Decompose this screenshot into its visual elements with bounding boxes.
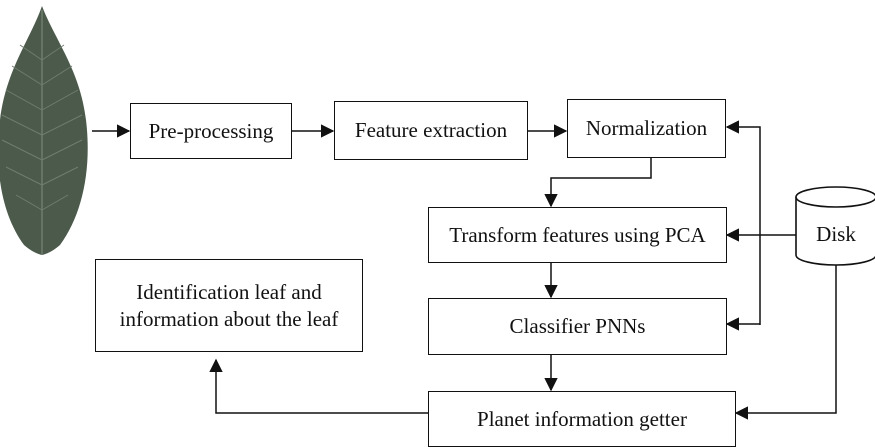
classifier-label: Classifier PNNs — [509, 314, 646, 339]
identification-label: Identification leaf and information abou… — [119, 280, 339, 331]
disk-cylinder — [795, 186, 875, 266]
classifier-box: Classifier PNNs — [428, 298, 727, 355]
feature-extraction-label: Feature extraction — [354, 118, 508, 143]
getter-box: Planet information getter — [428, 391, 736, 447]
transform-pca-box: Transform features using PCA — [428, 207, 727, 263]
disk-label: Disk — [816, 222, 856, 246]
preprocessing-box: Pre-processing — [130, 103, 292, 159]
feature-extraction-box: Feature extraction — [334, 101, 528, 160]
getter-label: Planet information getter — [477, 406, 687, 431]
normalization-box: Normalization — [567, 99, 726, 158]
arrow-getter-to-identification — [209, 358, 428, 414]
arrow-disk-to-getter — [734, 265, 837, 420]
normalization-label: Normalization — [585, 116, 708, 141]
arrow-feedback-to-normalization — [725, 120, 761, 325]
arrow-normalization-to-pca — [544, 158, 652, 208]
transform-pca-label: Transform features using PCA — [449, 222, 706, 247]
leaf-image — [0, 6, 88, 255]
preprocessing-label: Pre-processing — [148, 118, 274, 143]
identification-box: Identification leaf and information abou… — [95, 259, 363, 352]
